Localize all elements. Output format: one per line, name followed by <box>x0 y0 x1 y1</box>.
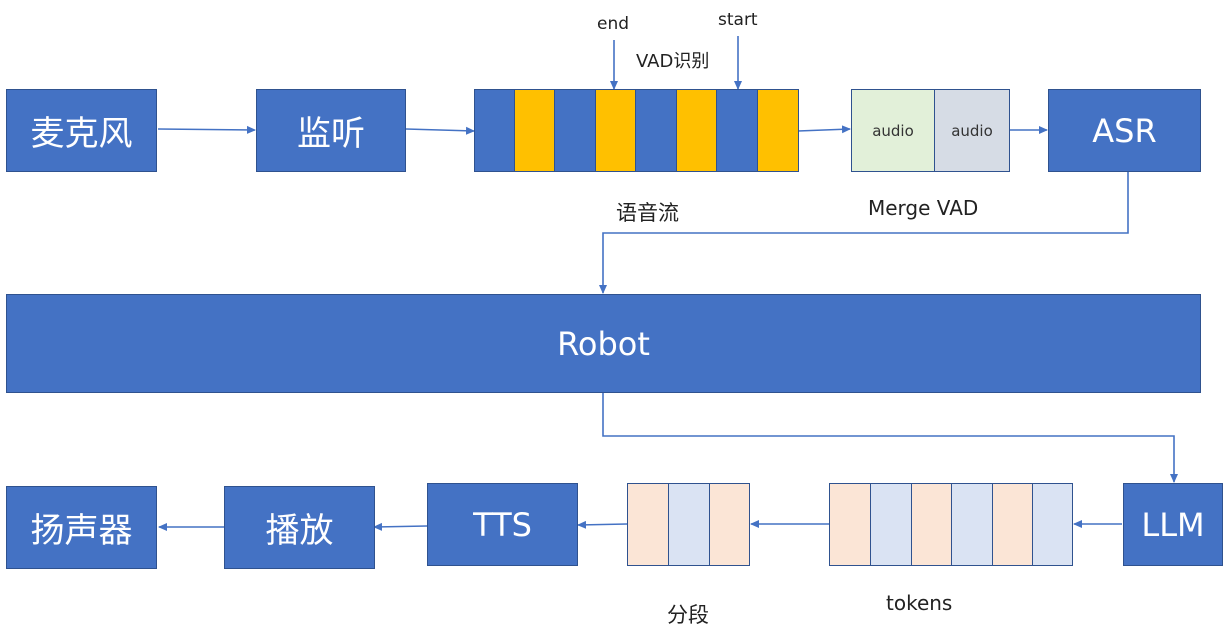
llm-label: LLM <box>1141 505 1205 544</box>
listen-node: 监听 <box>256 89 406 172</box>
start-label: start <box>718 10 758 30</box>
stream-cell-1 <box>474 89 515 172</box>
end-label: end <box>597 14 630 34</box>
stream-cell-6 <box>676 89 717 172</box>
llm-node: LLM <box>1123 483 1223 566</box>
segment-group <box>627 483 750 566</box>
audio-cell-2: audio <box>934 89 1010 172</box>
mic-label: 麦克风 <box>30 114 133 154</box>
audio-cell-2-label: audio <box>951 121 993 140</box>
stream-cell-8 <box>757 89 799 172</box>
arrow-listen-to-stream <box>405 126 475 135</box>
play-label: 播放 <box>265 511 334 551</box>
tts-label: TTS <box>473 505 532 544</box>
token-cell-6 <box>1032 483 1073 566</box>
arrow-segment-to-tts <box>577 520 628 529</box>
arrow-asr-to-robot <box>599 172 1129 294</box>
token-cell-1 <box>829 483 871 566</box>
stream-cell-3 <box>554 89 596 172</box>
segment-cell-2 <box>668 483 710 566</box>
arrow-tts-to-play <box>373 522 428 531</box>
tokens-label: tokens <box>886 591 953 615</box>
arrow-stream-to-merge <box>797 125 851 134</box>
vad-label: VAD识别 <box>636 51 710 72</box>
stream-cell-4 <box>595 89 636 172</box>
play-node: 播放 <box>224 486 375 569</box>
merge-vad: audio audio <box>851 89 1010 172</box>
listen-label: 监听 <box>297 114 365 154</box>
arrow-robot-to-llm <box>602 393 1178 483</box>
asr-label: ASR <box>1092 111 1157 150</box>
token-cell-5 <box>992 483 1033 566</box>
speaker-label: 扬声器 <box>30 511 133 551</box>
audio-cell-1-label: audio <box>872 121 914 140</box>
segment-cell-3 <box>709 483 750 566</box>
stream-cell-5 <box>635 89 677 172</box>
token-cell-3 <box>911 483 952 566</box>
token-cell-2 <box>870 483 912 566</box>
stream-label: 语音流 <box>616 201 679 225</box>
stream-cell-7 <box>716 89 758 172</box>
robot-label: Robot <box>557 324 650 363</box>
merge-vad-label: Merge VAD <box>868 196 979 220</box>
audio-cell-1: audio <box>851 89 935 172</box>
tts-node: TTS <box>427 483 578 566</box>
arrow-mic-to-listen <box>157 125 256 134</box>
stream-cell-2 <box>514 89 555 172</box>
asr-node: ASR <box>1048 89 1201 172</box>
speaker-node: 扬声器 <box>6 486 157 569</box>
mic-node: 麦克风 <box>6 89 157 172</box>
robot-node: Robot <box>6 294 1201 393</box>
audio-stream <box>474 89 799 172</box>
tokens-group <box>829 483 1073 566</box>
token-cell-4 <box>951 483 993 566</box>
segment-cell-1 <box>627 483 669 566</box>
segment-label: 分段 <box>667 603 709 627</box>
